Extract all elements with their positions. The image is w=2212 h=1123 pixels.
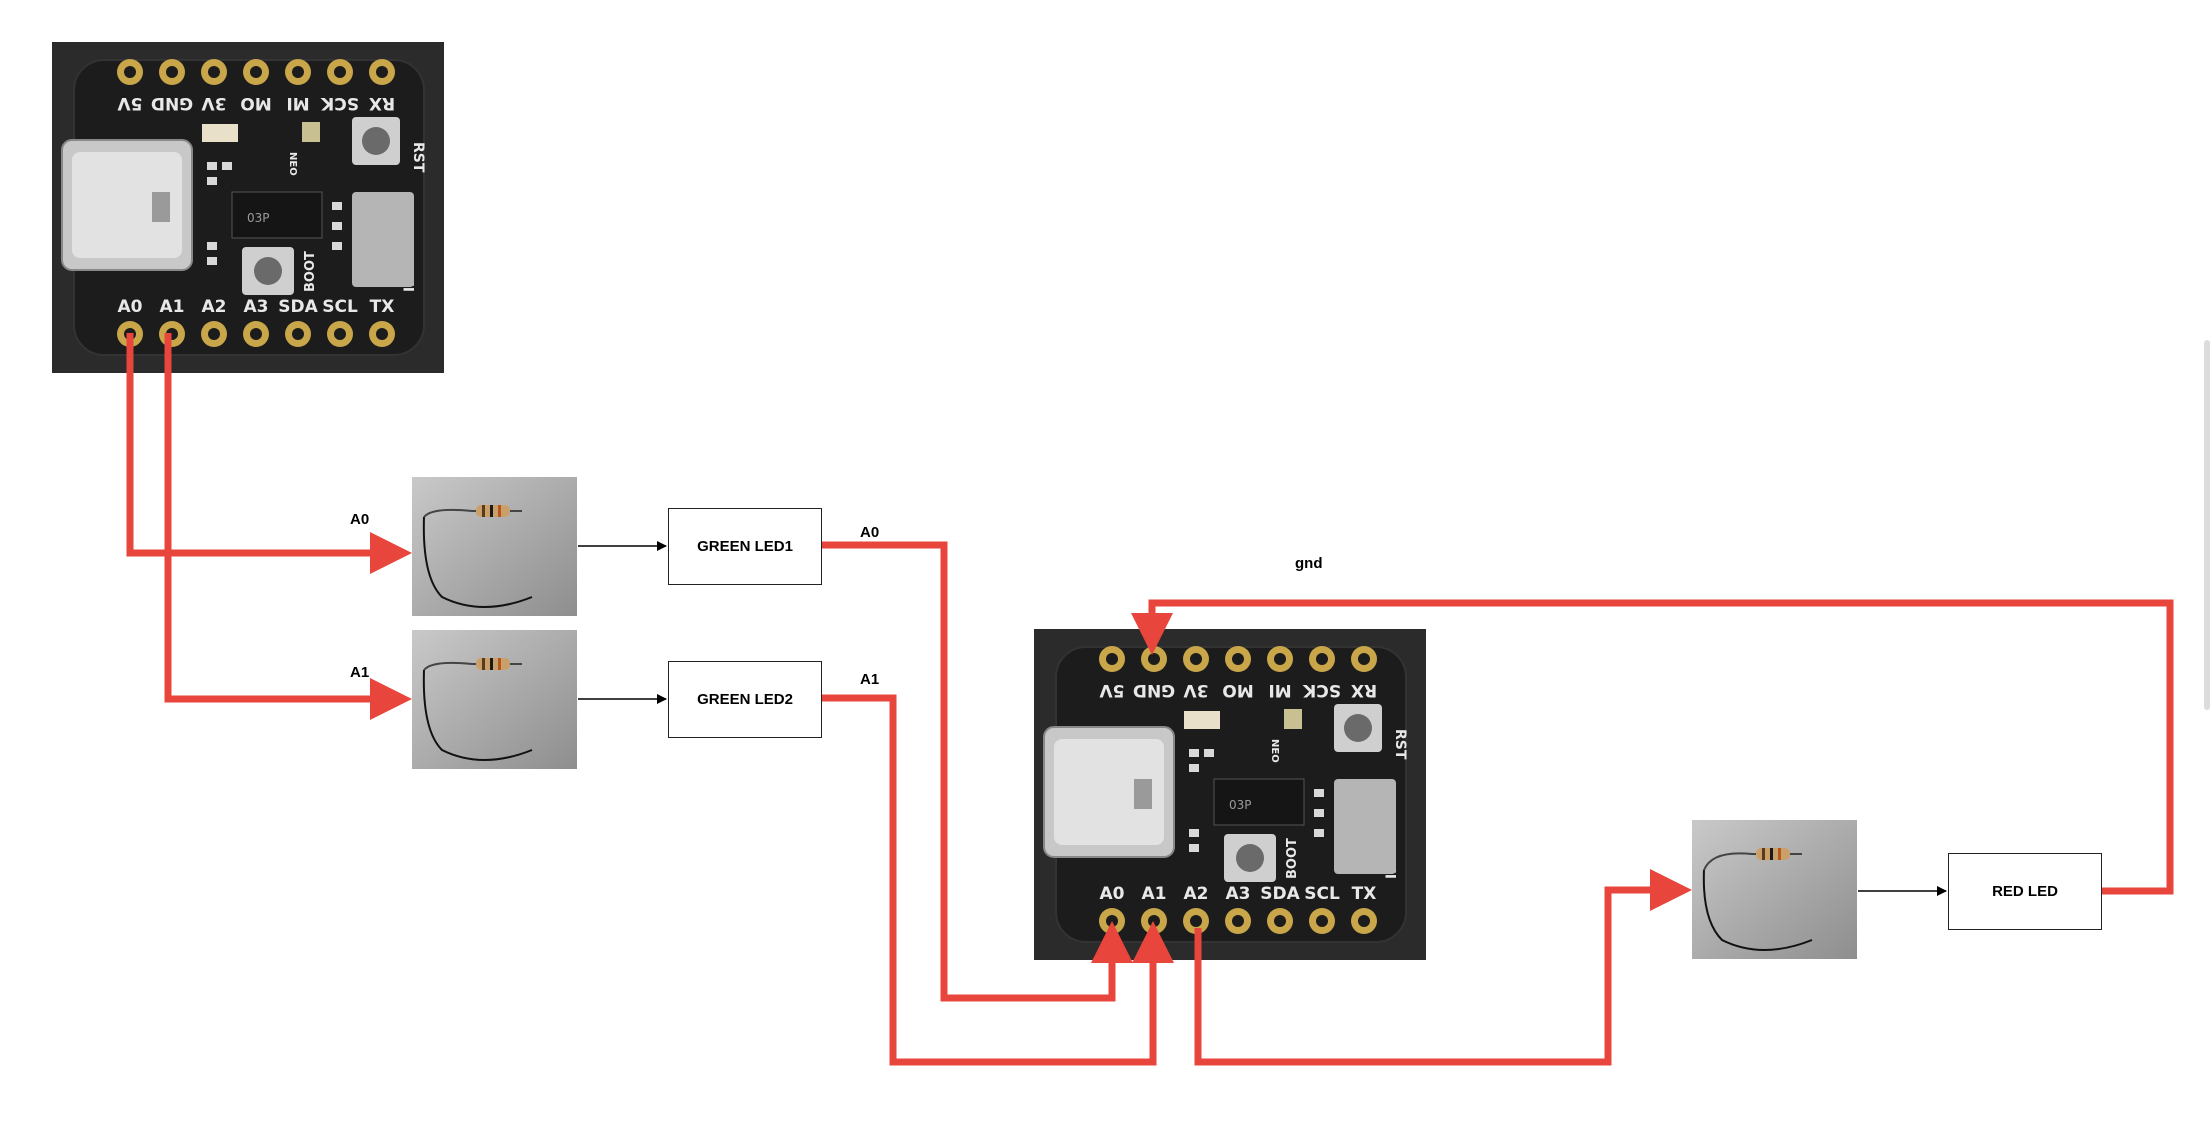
mcu-board-top-drawing: 5V GND 3V MO MI SCK RX A0 A1 A2 A3 SDA S… <box>52 42 444 373</box>
top-board-pin-label: 3V <box>201 93 227 113</box>
center-board-pin-label: 5V <box>1099 680 1125 700</box>
top-board-chip-label: 03P <box>247 211 270 225</box>
wire-label-a1-in: A1 <box>350 664 369 681</box>
center-board-pin-label: RX <box>1351 680 1377 700</box>
wire-label-gnd: gnd <box>1295 555 1323 572</box>
top-board-pin-label: 5V <box>117 93 143 113</box>
resistor-photo-3-drawing <box>1692 820 1857 959</box>
wire-label-a0-out: A0 <box>860 524 879 541</box>
wire-label-a0-in: A0 <box>350 511 369 528</box>
top-board-pin-label: GND <box>151 93 193 113</box>
red-led-box[interactable]: RED LED <box>1948 853 2102 930</box>
wire-label-a1-out: A1 <box>860 671 879 688</box>
top-board-pin-label: MO <box>240 93 271 113</box>
center-board-pin-label: A2 <box>1184 884 1209 904</box>
top-board-pin-label: TX <box>370 297 395 317</box>
center-board-pin-label: MI <box>1268 680 1291 700</box>
top-board-rst-label: RST <box>410 142 426 173</box>
top-board-boot-label: BOOT <box>303 251 318 292</box>
center-board-pin-label: GND <box>1133 680 1175 700</box>
top-board-pin-label: SCL <box>322 297 358 317</box>
resistor-photo-1 <box>412 477 577 616</box>
resistor-photo-2 <box>412 630 577 769</box>
center-board-pin-label: SCL <box>1304 884 1340 904</box>
top-board-pin-label: SDA <box>278 297 318 317</box>
top-board-neo-label: NEO <box>287 152 298 176</box>
center-board-chip-label: 03P <box>1229 798 1252 812</box>
resistor-photo-1-drawing <box>412 477 577 616</box>
mcu-board-center-drawing: 5V GND 3V MO MI SCK RX A0 A1 A2 A3 SDA S… <box>1034 629 1426 960</box>
center-board-boot-label: BOOT <box>1285 838 1300 879</box>
center-board-pin-label: A0 <box>1100 884 1125 904</box>
green-led1-box[interactable]: GREEN LED1 <box>668 508 822 585</box>
mcu-board-top: 5V GND 3V MO MI SCK RX A0 A1 A2 A3 SDA S… <box>52 42 444 373</box>
center-board-pin-label: MO <box>1222 680 1253 700</box>
resistor-photo-3 <box>1692 820 1857 959</box>
mcu-board-center: 5V GND 3V MO MI SCK RX A0 A1 A2 A3 SDA S… <box>1034 629 1426 960</box>
center-board-rst-label: RST <box>1392 729 1408 760</box>
top-board-pin-label: MI <box>286 93 309 113</box>
top-board-pin-label: RX <box>369 93 395 113</box>
top-board-pin-label: A0 <box>118 297 143 317</box>
center-board-pin-label: 3V <box>1183 680 1209 700</box>
center-board-pin-label: A3 <box>1226 884 1251 904</box>
top-board-pin-label: SCK <box>320 93 359 113</box>
center-board-pin-label: TX <box>1352 884 1377 904</box>
wire-a1-to-resistor2 <box>168 333 405 699</box>
center-board-neo-label: NEO <box>1269 739 1280 763</box>
center-board-pin-label: SDA <box>1260 884 1300 904</box>
vertical-scrollbar[interactable] <box>2204 340 2210 710</box>
green-led2-box[interactable]: GREEN LED2 <box>668 661 822 738</box>
top-board-pin-label: A3 <box>244 297 269 317</box>
top-board-pin-label: A2 <box>202 297 227 317</box>
center-board-pin-label: A1 <box>1142 884 1167 904</box>
center-board-pin-label: SCK <box>1302 680 1341 700</box>
resistor-photo-2-drawing <box>412 630 577 769</box>
top-board-pin-label: A1 <box>160 297 185 317</box>
